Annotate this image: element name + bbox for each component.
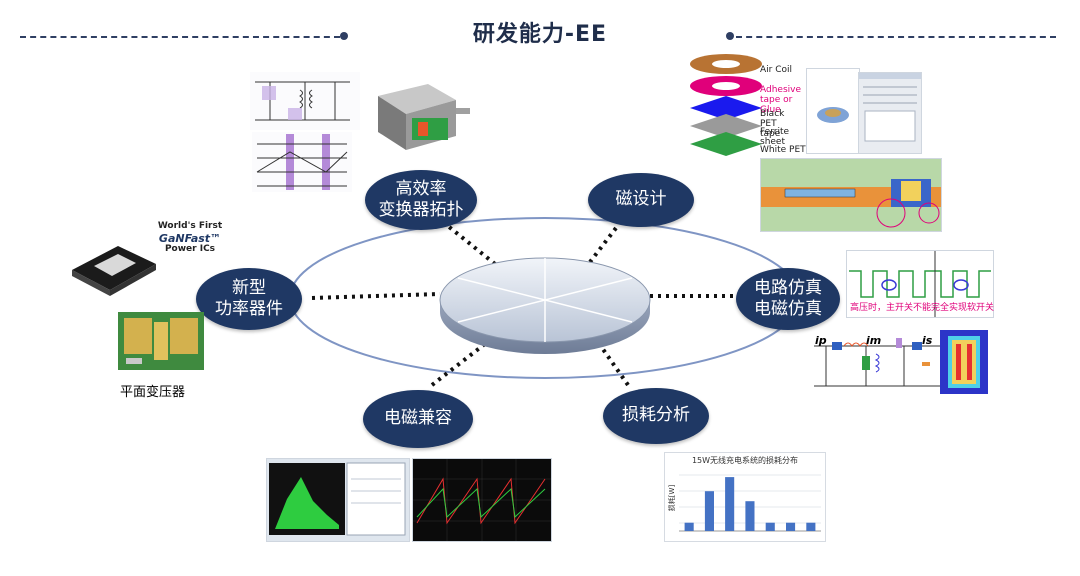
node-magnetic: 磁设计	[588, 173, 694, 227]
planar-transformer-caption: 平面变压器	[120, 385, 186, 400]
loss-bar	[725, 477, 735, 531]
emc-software-screenshot	[266, 458, 410, 542]
node-topology: 高效率变换器拓扑	[365, 170, 477, 230]
node-magnetic-label: 磁设计	[615, 189, 667, 210]
coil-label-white-pet: White PET	[760, 145, 806, 155]
gan-logo: World's First GaNFast™ Power ICs	[155, 221, 225, 255]
loss-bar	[806, 522, 816, 531]
node-circuit-line1: 电路仿真	[754, 277, 822, 298]
coil-label-ferrite: Ferrite sheet	[760, 127, 790, 147]
planar-transformer-image	[118, 312, 204, 370]
loss-bar	[765, 522, 775, 531]
spoke-emc	[430, 338, 492, 387]
coil-stack-image	[690, 54, 762, 156]
title-rule-right	[736, 36, 1056, 38]
loss-bar	[684, 522, 694, 531]
spoke-loss	[598, 343, 630, 387]
loss-chart-ylabel: 损耗[W]	[668, 484, 677, 512]
title-rule-right-dot	[726, 32, 734, 40]
emc-oscilloscope-plot	[412, 458, 552, 542]
software-settings-window	[858, 72, 922, 154]
loss-chart-title: 15W无线充电系统的损耗分布	[691, 456, 799, 465]
gan-logo-brand: GaNFast™	[158, 231, 222, 245]
node-devices-line2: 功率器件	[215, 299, 283, 319]
circuit-label-im: im	[866, 334, 882, 347]
node-circuit-sim: 电路仿真电磁仿真	[736, 268, 840, 330]
node-circuit-line2: 电磁仿真	[754, 299, 822, 319]
node-emc-label: 电磁兼容	[384, 408, 452, 429]
page-title: 研发能力-EE	[472, 22, 608, 47]
title-rule-left-dot	[340, 32, 348, 40]
node-emc: 电磁兼容	[363, 390, 473, 448]
coil-label-adhesive: Adhesive tape or Glue	[760, 85, 802, 115]
coil-label-air: Air Coil	[760, 65, 793, 75]
loss-bar	[704, 491, 714, 531]
spoke-devices	[311, 292, 441, 300]
title-rule-left	[20, 36, 340, 38]
topology-schematic	[250, 72, 360, 130]
equivalent-circuit	[814, 338, 940, 387]
gan-logo-line3: Power ICs	[164, 243, 216, 254]
node-devices-line1: 新型	[232, 277, 266, 298]
node-topology-line1: 高效率	[395, 178, 447, 199]
node-topology-line2: 变换器拓扑	[378, 200, 464, 220]
node-loss: 损耗分析	[603, 388, 709, 444]
spoke-topology	[441, 220, 502, 270]
topology-waveforms	[252, 132, 352, 192]
center-disk	[439, 257, 651, 354]
switching-waveform-plot	[846, 250, 994, 318]
fem-model-view	[806, 68, 860, 154]
circuit-label-ip: ip	[815, 334, 827, 347]
charger-3d-image	[378, 84, 470, 150]
gan-chip-image	[72, 246, 156, 296]
loss-chart-panel: 15W无线充电系统的损耗分布 损耗[W]	[664, 452, 826, 542]
node-devices: 新型功率器件	[196, 268, 302, 330]
coil-label-black-pet: Black PET tape	[760, 109, 785, 139]
loss-chart-plot	[679, 474, 821, 532]
waveform-note: 高压时，主开关不能完全实现软开关	[850, 303, 995, 313]
field-plot-image	[940, 330, 988, 394]
circuit-label-is: is	[922, 334, 933, 347]
gan-logo-line1: World's First	[157, 221, 223, 231]
loss-bar	[745, 501, 755, 531]
magnetic-cross-section	[760, 158, 942, 232]
loss-bar	[786, 522, 796, 531]
node-loss-label: 损耗分析	[622, 405, 690, 426]
spoke-magnetic	[588, 226, 618, 264]
